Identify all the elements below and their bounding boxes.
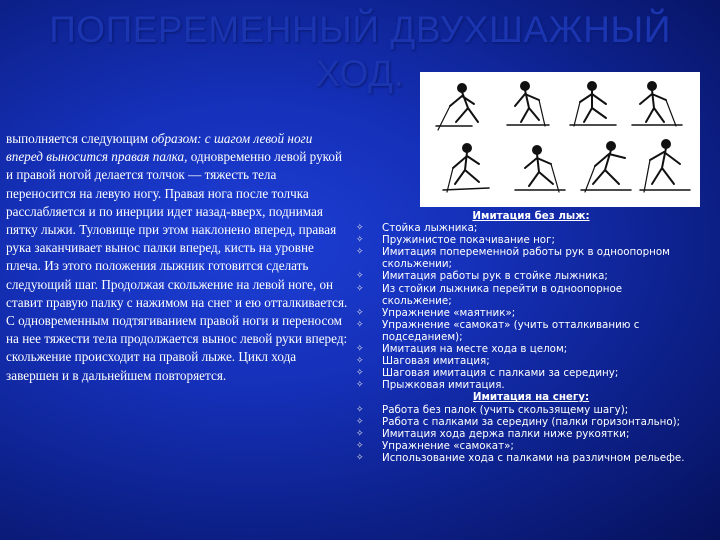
skier-figure bbox=[631, 81, 683, 127]
list-item: ✧Имитация попеременной работы рук в одно… bbox=[356, 246, 670, 271]
section-heading-without-skis: Имитация без лыж: bbox=[472, 210, 590, 222]
diamond-bullet-icon: ✧ bbox=[356, 319, 364, 330]
technique-description: выполняется следующим образом: с шагом л… bbox=[6, 130, 348, 385]
skier-figure bbox=[580, 141, 632, 193]
list-item: ✧Использование хода с палками на различн… bbox=[356, 451, 685, 464]
skier-figures-drawing bbox=[435, 81, 691, 193]
diamond-bullet-icon: ✧ bbox=[356, 380, 364, 391]
list-item: ✧Пружинистое покачивание ног; bbox=[356, 234, 555, 247]
diamond-bullet-icon: ✧ bbox=[356, 283, 364, 294]
list-item: ✧Из стойки лыжника перейти в одноопорное… bbox=[356, 282, 623, 307]
list-item: ✧Упражнение «самокат»; bbox=[356, 439, 514, 452]
list-item: ✧Стойка лыжника; bbox=[356, 222, 478, 235]
exercise-list-without-skis: ✧Стойка лыжника; ✧Пружинистое покачивани… bbox=[356, 222, 686, 391]
list-item: ✧Работа без палок (учить скользящему шаг… bbox=[356, 403, 629, 416]
diamond-bullet-icon: ✧ bbox=[356, 271, 364, 282]
diamond-bullet-icon: ✧ bbox=[356, 428, 364, 439]
list-item: ✧Упражнение «самокат» (учить отталкивани… bbox=[356, 318, 640, 343]
paragraph-intro: выполняется следующим bbox=[6, 131, 152, 146]
skier-figure bbox=[639, 139, 691, 193]
skier-figure bbox=[435, 83, 479, 131]
diamond-bullet-icon: ✧ bbox=[356, 452, 364, 463]
diamond-bullet-icon: ✧ bbox=[356, 356, 364, 367]
diamond-bullet-icon: ✧ bbox=[356, 404, 364, 415]
list-item: ✧Имитация хода держа палки ниже рукоятки… bbox=[356, 427, 630, 440]
list-item: ✧Прыжковая имитация. bbox=[356, 379, 505, 392]
list-item: ✧Имитация на месте хода в целом; bbox=[356, 343, 568, 356]
diamond-bullet-icon: ✧ bbox=[356, 440, 364, 451]
paragraph-body: одновременно левой рукой и правой ногой … bbox=[6, 149, 348, 383]
list-item: ✧Упражнение «маятник»; bbox=[356, 306, 516, 319]
list-item: ✧Шаговая имитация; bbox=[356, 355, 490, 368]
slide-title: ПОПЕРЕМЕННЫЙ ДВУХШАЖНЫЙ ХОД. bbox=[40, 8, 680, 96]
skier-figure bbox=[569, 81, 617, 127]
diamond-bullet-icon: ✧ bbox=[356, 235, 364, 246]
diamond-bullet-icon: ✧ bbox=[356, 307, 364, 318]
diamond-bullet-icon: ✧ bbox=[356, 344, 364, 355]
skier-figure bbox=[442, 143, 490, 193]
list-item: ✧Шаговая имитация с палками за середину; bbox=[356, 367, 619, 380]
diamond-bullet-icon: ✧ bbox=[356, 416, 364, 427]
diamond-bullet-icon: ✧ bbox=[356, 223, 364, 234]
section-heading-on-snow: Имитация на снегу: bbox=[472, 391, 590, 404]
exercise-list-on-snow: ✧Работа без палок (учить скользящему шаг… bbox=[356, 404, 686, 464]
paragraph-italic: образом: с шагом левой ноги вперед вынос… bbox=[6, 131, 313, 165]
list-item: ✧Работа с палками за середину (палки гор… bbox=[356, 415, 681, 428]
diamond-bullet-icon: ✧ bbox=[356, 247, 364, 258]
list-item: ✧Имитация работы рук в стойке лыжника; bbox=[356, 270, 608, 283]
exercise-lists: Имитация без лыж: ✧Стойка лыжника; ✧Пруж… bbox=[356, 210, 686, 464]
title-line-1: ПОПЕРЕМЕННЫЙ ДВУХШАЖНЫЙ bbox=[49, 9, 671, 50]
skier-figure bbox=[514, 145, 566, 193]
skier-figure bbox=[506, 81, 550, 127]
diamond-bullet-icon: ✧ bbox=[356, 368, 364, 379]
skier-sequence-illustration bbox=[420, 72, 700, 207]
title-line-2: ХОД. bbox=[315, 53, 405, 94]
